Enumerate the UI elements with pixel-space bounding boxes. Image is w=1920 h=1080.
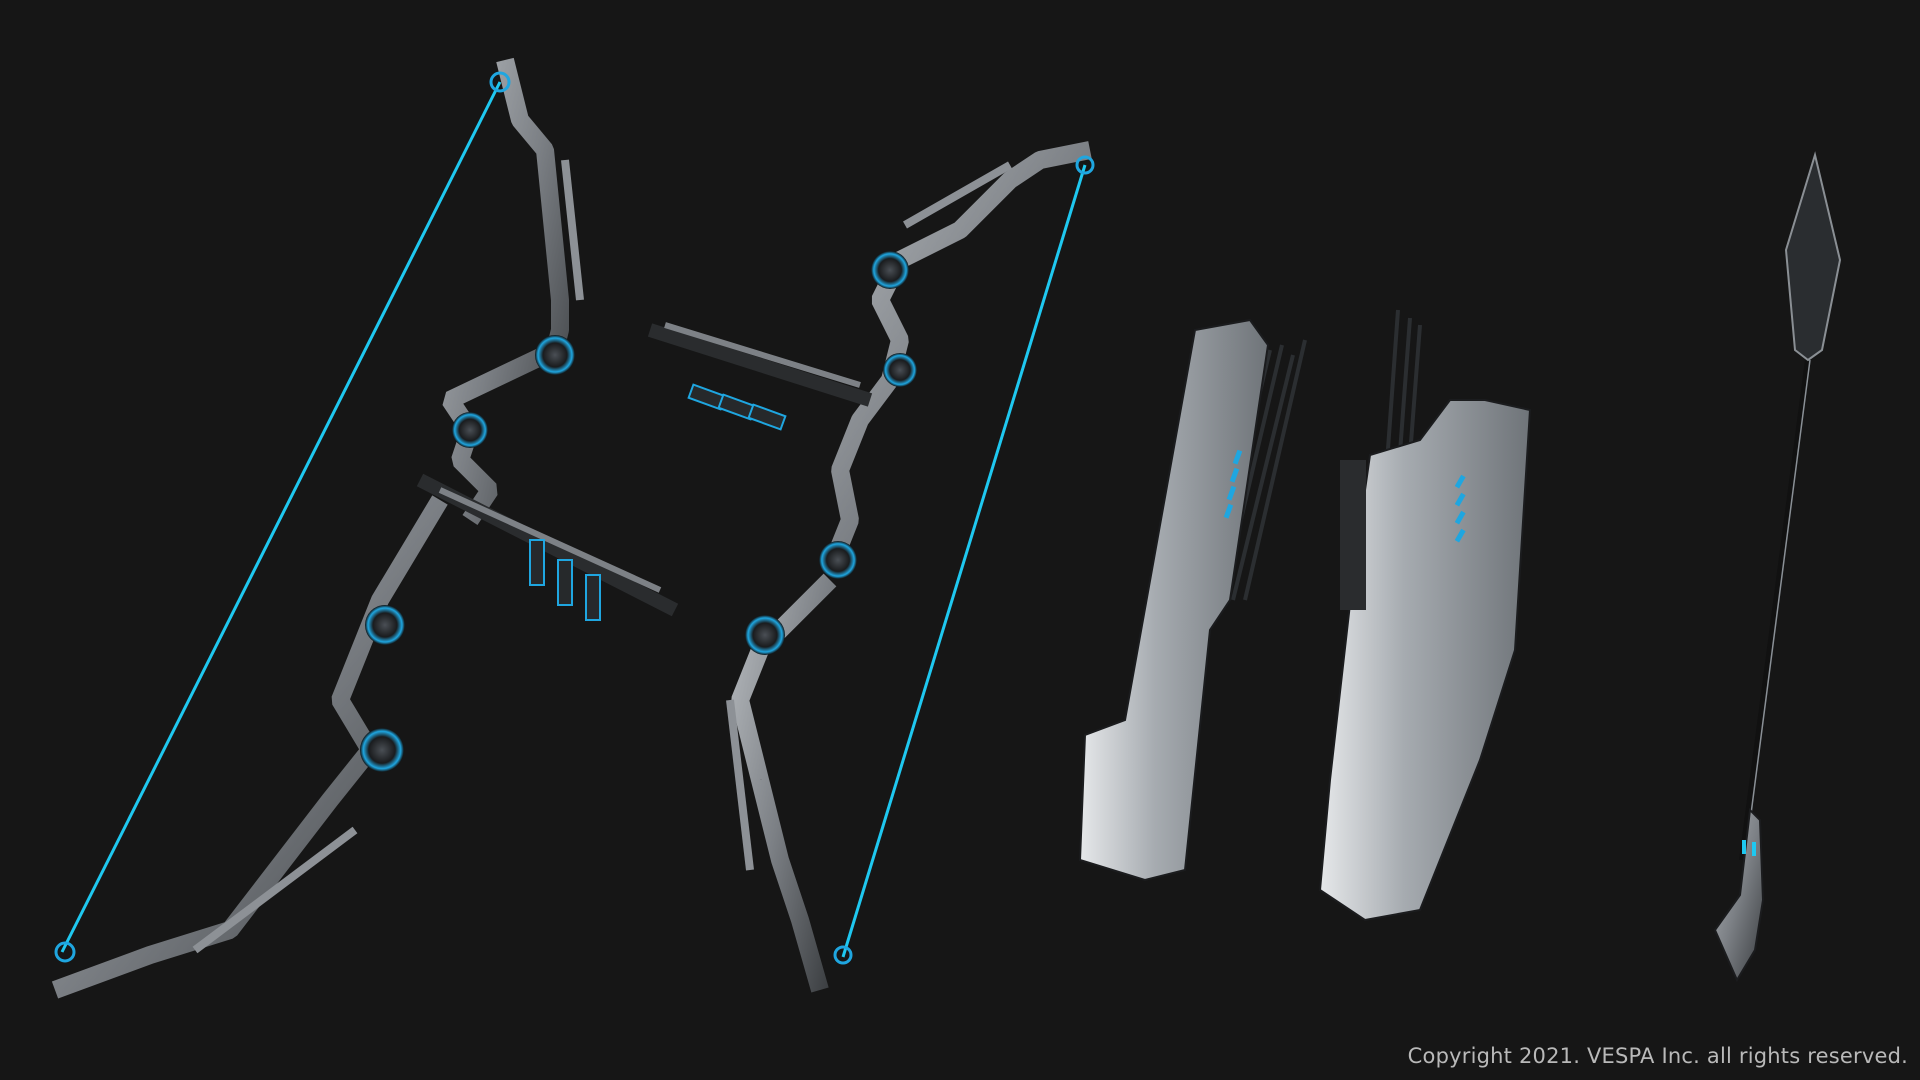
bow-1-string [60,81,502,953]
bow-1-joint [452,412,488,448]
arrow-fletching [1713,807,1765,983]
quiver-1-body [1078,318,1270,882]
bow-2-joint [745,615,785,655]
bow-2-upper-blade [903,161,1012,229]
bow-1-joint [535,335,575,375]
quiver-2-body [1318,399,1532,922]
bow-2-cam [1075,155,1095,175]
quiver-2-lights [1454,474,1466,543]
bow-2-string [841,164,1087,958]
bow-2-joint [871,251,909,289]
bow-1 [51,57,679,999]
arrow [1713,151,1842,983]
bow-1-cam [489,71,511,93]
bow-2-joint [819,541,857,579]
bow-2-joint [883,353,917,387]
bow-1-joint [365,605,405,645]
quiver-2 [1318,309,1532,922]
bow-1-upper-limb [442,57,569,525]
arrow-shaft [1739,359,1811,861]
quiver-1 [1078,318,1307,882]
bow-2-side-blade [726,699,754,871]
bow-2-sight [647,322,873,431]
bow-2-upper-limb [821,141,1092,574]
quiver-2-grip [1340,460,1366,610]
bow-1-joint [360,728,404,772]
arrow-shaft-highlight [1744,359,1811,861]
quiver-1-lights [1223,449,1243,519]
bow-1-cam [54,941,76,963]
arrow-head [1784,151,1842,362]
bow-2-lower-limb [731,573,837,993]
bow-1-lower-blade [192,826,358,954]
bow-1-upper-blade [561,159,584,301]
bow-1-sight [416,473,679,621]
arrow-light [1742,840,1746,854]
bow-2 [647,141,1095,993]
arrow-light [1752,842,1756,856]
copyright-notice: Copyright 2021. VESPA Inc. all rights re… [1407,1044,1908,1068]
bow-2-cam [833,945,853,965]
